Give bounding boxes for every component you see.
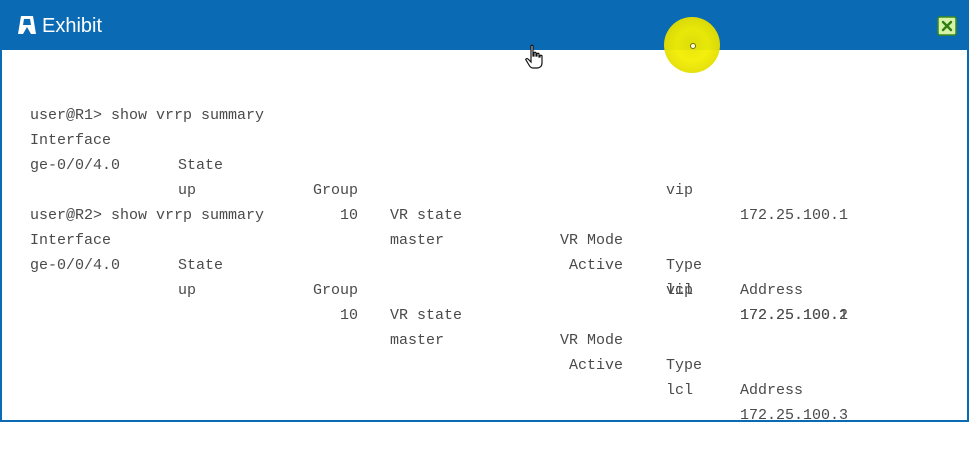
command-text: user@R2> show vrrp summary: [30, 207, 265, 224]
header-group: Group: [312, 182, 358, 199]
row-address: 172.25.100.3: [740, 407, 849, 424]
row-vr-mode: Active: [568, 257, 623, 274]
data-row-extra: vip 172.25.100.1: [30, 153, 930, 224]
header-vr-state: VR state: [390, 207, 463, 224]
row-address: 172.25.100.1: [740, 307, 849, 324]
row-state: up: [178, 182, 197, 199]
exhibit-window: Exhibit user@R1> show vrrp summary Inter…: [0, 0, 969, 424]
close-icon[interactable]: [937, 16, 957, 36]
row-vr-state: master: [390, 332, 445, 349]
exhibit-bookmark-icon: [18, 16, 36, 34]
row-group: 10: [339, 307, 358, 324]
title-bar: Exhibit: [2, 0, 969, 50]
command-text: user@R1> show vrrp summary: [30, 107, 265, 124]
header-state: State: [178, 157, 224, 174]
cursor-dot: [690, 43, 696, 49]
command-line-r2: user@R2> show vrrp summary: [30, 178, 930, 224]
row-type: lcl: [666, 382, 694, 399]
data-row: ge-0/0/4.0 up 10 master Active lcl 172.2…: [30, 228, 930, 424]
data-row: ge-0/0/4.0 up 10 master Active lcl 172.2…: [30, 128, 930, 324]
terminal-output: user@R1> show vrrp summary Interface Sta…: [30, 78, 930, 424]
row-type: vip: [666, 182, 694, 199]
header-vr-mode: VR Mode: [559, 332, 623, 349]
header-type: Type: [666, 257, 703, 274]
header-state: State: [178, 257, 224, 274]
row-address: 172.25.100.1: [740, 207, 849, 224]
row-address: 172.25.100.2: [740, 307, 849, 324]
row-state: up: [178, 282, 197, 299]
row-type: lcl: [666, 282, 694, 299]
header-interface: Interface: [30, 132, 112, 149]
header-address: Address: [740, 282, 804, 299]
row-group: 10: [339, 207, 358, 224]
header-row: Interface State Group VR state VR Mode T…: [30, 203, 930, 399]
window-title: Exhibit: [42, 15, 103, 37]
header-vr-mode: VR Mode: [559, 232, 623, 249]
data-row-extra: vip 172.25.100.1: [30, 253, 930, 324]
hand-cursor-icon: [525, 44, 543, 69]
header-interface: Interface: [30, 232, 112, 249]
command-line-r1: user@R1> show vrrp summary: [30, 78, 930, 124]
row-type: vip: [666, 282, 694, 299]
row-interface: ge-0/0/4.0: [30, 257, 121, 274]
header-address: Address: [740, 382, 804, 399]
row-vr-state: master: [390, 232, 445, 249]
header-group: Group: [312, 282, 358, 299]
header-type: Type: [666, 357, 703, 374]
row-vr-mode: Active: [568, 357, 623, 374]
row-interface: ge-0/0/4.0: [30, 157, 121, 174]
header-vr-state: VR state: [390, 307, 463, 324]
header-row: Interface State Group VR state VR Mode T…: [30, 103, 930, 299]
